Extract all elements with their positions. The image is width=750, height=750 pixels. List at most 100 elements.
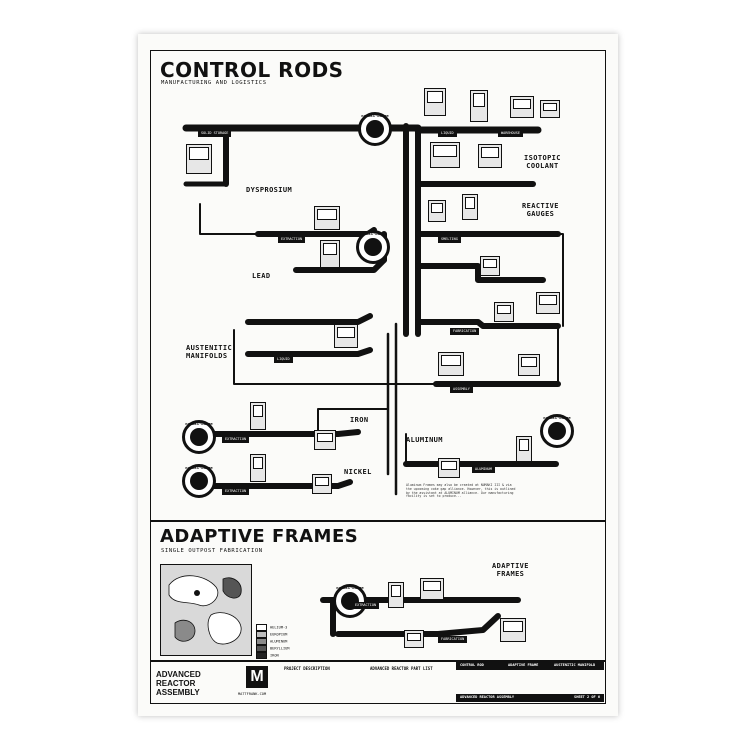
pipe-iron-connector xyxy=(317,408,389,433)
stage-tag: FABRICATION xyxy=(438,636,468,643)
tab-control-rod[interactable]: CONTROL ROD xyxy=(460,663,484,667)
centrifuge-icon xyxy=(430,142,460,168)
label-aluminum: ALUMINUM xyxy=(406,436,443,444)
drill-rig-icon xyxy=(516,436,532,462)
footer-divider xyxy=(150,660,606,662)
footer-bottom-bar: ADVANCED REACTOR ASSEMBLY SHEET 2 OF 6 xyxy=(456,694,604,702)
forge-icon xyxy=(404,630,424,648)
control-rods-subtitle: MANUFACTURING AND LOGISTICS xyxy=(161,80,267,86)
stage-tag: LIQUID xyxy=(438,130,457,137)
footer-bottom-left: ADVANCED REACTOR ASSEMBLY xyxy=(460,695,515,699)
pipe-austenitic-upper xyxy=(245,313,373,325)
pipe-austenitic-lower xyxy=(245,347,373,357)
project-description-heading: PROJECT DESCRIPTION xyxy=(284,666,330,671)
numaki-badge: numaki-badge xyxy=(540,414,574,448)
drill-rig-icon xyxy=(462,194,478,220)
numaki-badge: numaki-badge xyxy=(182,464,216,498)
assembler-icon xyxy=(500,618,526,642)
brand-url: MATTFRANK.COM xyxy=(238,692,267,696)
outpost-map xyxy=(160,564,252,656)
stage-tag: LIQUID xyxy=(274,356,293,363)
stage-tag: SMELTING xyxy=(438,236,461,243)
smelter-icon xyxy=(314,430,336,450)
smelter-icon xyxy=(312,474,332,494)
legend-item: BERYLLIUM xyxy=(256,645,289,652)
label-iron: IRON xyxy=(350,416,369,424)
drill-rig-icon xyxy=(470,90,488,122)
label-austenitic-manifolds: AUSTENITIC MANIFOLDS xyxy=(186,344,233,360)
pipe-nickel-row xyxy=(195,479,353,489)
pipe-iron-row xyxy=(195,429,361,437)
pipe-top-header xyxy=(182,124,542,134)
pipe-austenitic-outline xyxy=(233,329,439,385)
aluminum-note: Aluminum Frames may also be created at N… xyxy=(406,483,516,499)
refinery-icon xyxy=(510,96,534,118)
pipe-lead-row xyxy=(293,257,387,273)
drill-rig-icon xyxy=(388,582,404,608)
smelter-icon xyxy=(314,206,340,230)
label-isotopic-coolant: ISOTOPIC COOLANT xyxy=(524,154,561,170)
press-icon xyxy=(438,352,464,376)
press-icon xyxy=(518,354,540,376)
drill-rig-icon xyxy=(250,402,266,430)
legend-item: HELIUM-3 xyxy=(256,624,289,631)
numaki-badge: numaki-badge xyxy=(182,420,216,454)
stage-tag: WAREHOUSE xyxy=(498,130,523,137)
section-divider xyxy=(150,520,606,522)
warehouse-icon xyxy=(540,100,560,118)
collection-title: ADVANCED REACTOR ASSEMBLY xyxy=(156,670,201,697)
label-lead: LEAD xyxy=(252,272,271,280)
label-nickel: NICKEL xyxy=(344,468,372,476)
stage-tag: ALUMINUM xyxy=(472,466,495,473)
poster-border xyxy=(150,50,606,704)
numaki-badge: numaki-badge xyxy=(358,112,392,146)
footer-tabs: CONTROL ROD ADAPTIVE FRAME AUSTENITIC MA… xyxy=(456,662,604,670)
footer-section: ADVANCED REACTOR PART LIST xyxy=(370,666,450,671)
pipe-left-side xyxy=(199,203,259,235)
pipe-adaptive-lower xyxy=(335,613,501,637)
stage-tag: EXTRACTION xyxy=(222,488,250,495)
label-reactive-gauges: REACTIVE GAUGES xyxy=(522,202,559,218)
sheet-number: SHEET 2 OF 6 xyxy=(574,695,600,699)
refinery-icon xyxy=(478,144,502,168)
label-adaptive-frames: ADAPTIVE FRAMES xyxy=(492,562,529,578)
assembler-icon xyxy=(536,292,560,314)
storage-tank-icon xyxy=(186,144,212,174)
stage-tag: EXTRACTION xyxy=(222,436,250,443)
furnace-icon xyxy=(438,458,460,478)
part-list-heading: ADVANCED REACTOR PART LIST xyxy=(370,666,433,671)
pipe-right-connector xyxy=(557,233,564,327)
drill-rig-icon xyxy=(250,454,266,482)
footer-section: PROJECT DESCRIPTION xyxy=(284,666,364,671)
label-dysprosium: DYSPROSIUM xyxy=(246,186,293,194)
legend-item: IRON xyxy=(256,652,289,659)
pipe-branch-upper xyxy=(415,263,546,283)
drill-rig-icon xyxy=(320,240,340,268)
logo-letter: M xyxy=(250,668,264,685)
tab-austenitic-manifold[interactable]: AUSTENITIC MANIFOLD xyxy=(554,663,596,667)
brand-logo: M xyxy=(246,666,268,688)
adaptive-frames-subtitle: SINGLE OUTPOST FABRICATION xyxy=(161,548,263,554)
furnace-icon xyxy=(480,256,500,276)
poster-sheet: CONTROL RODS MANUFACTURING AND LOGISTICS… xyxy=(138,34,618,716)
extractor-icon xyxy=(424,88,446,116)
pipe-dysprosium-row xyxy=(255,227,377,237)
control-rods-title: CONTROL RODS xyxy=(160,58,344,82)
map-legend: HELIUM-3 EUROPIUM ALUMINUM BERYLLIUM IRO… xyxy=(256,624,289,659)
stage-tag: SOLID STORAGE xyxy=(198,130,232,137)
stage-tag: EXTRACTION xyxy=(278,236,306,243)
numaki-badge: numaki-badge xyxy=(356,230,390,264)
forge-icon xyxy=(334,324,358,348)
legend-item: EUROPIUM xyxy=(256,631,289,638)
stage-tag: EXTRACTION xyxy=(352,602,380,609)
stage-tag: ASSEMBLY xyxy=(450,386,473,393)
legend-item: ALUMINUM xyxy=(256,638,289,645)
refinery-icon xyxy=(420,578,444,600)
numaki-badge: numaki-badge xyxy=(333,584,367,618)
extractor-icon xyxy=(428,200,446,222)
adaptive-frames-title: ADAPTIVE FRAMES xyxy=(160,526,359,547)
pipe-manifold-upper xyxy=(415,319,561,329)
stage-tag: FABRICATION xyxy=(450,328,480,335)
tab-adaptive-frame[interactable]: ADAPTIVE FRAME xyxy=(508,663,539,667)
assembler-icon xyxy=(494,302,514,322)
